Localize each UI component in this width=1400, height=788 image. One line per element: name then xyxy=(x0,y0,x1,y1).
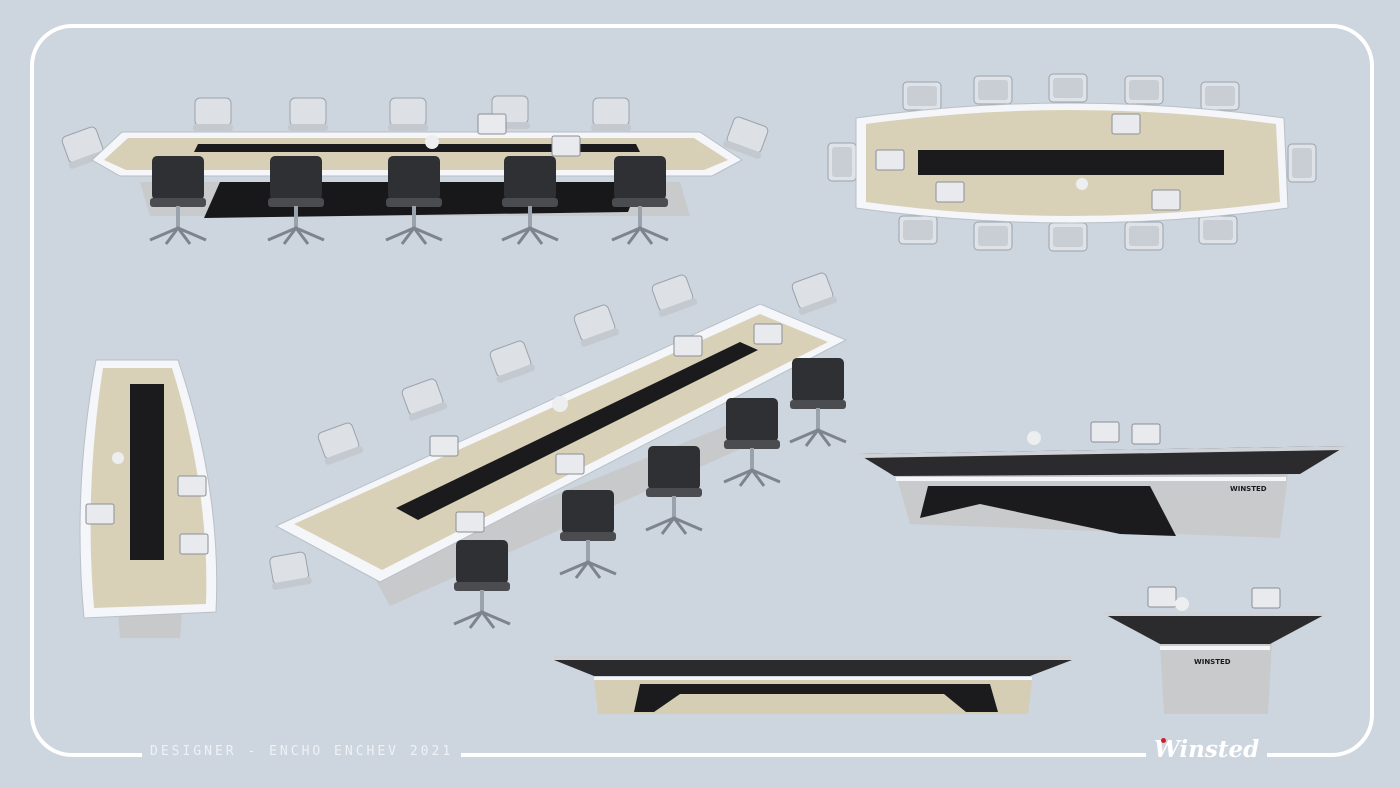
tabletop-elevation xyxy=(554,660,1072,676)
sheet-frame xyxy=(30,24,1374,757)
end-elevation-view: WINSTED xyxy=(1104,586,1326,714)
brand-logo: Winsted xyxy=(1146,736,1268,763)
tabletop-end xyxy=(1104,614,1326,644)
front-perspective-view xyxy=(58,95,772,246)
center-strip-top xyxy=(918,150,1224,175)
side-view-left-angled: WINSTED xyxy=(858,421,1346,538)
end-top-view xyxy=(79,359,218,638)
brand-logo-dot-icon xyxy=(1161,738,1166,743)
table-logo-end: WINSTED xyxy=(1194,658,1231,666)
table-logo-side: WINSTED xyxy=(1230,485,1267,493)
top-view xyxy=(827,73,1317,252)
designer-credit: DESIGNER - ENCHO ENCHEV 2021 xyxy=(142,744,462,759)
isometric-view xyxy=(266,270,848,630)
side-elevation-view xyxy=(554,656,1072,714)
center-strip-vertical xyxy=(130,384,164,560)
center-strip-iso xyxy=(396,342,758,520)
center-strip xyxy=(194,144,640,152)
